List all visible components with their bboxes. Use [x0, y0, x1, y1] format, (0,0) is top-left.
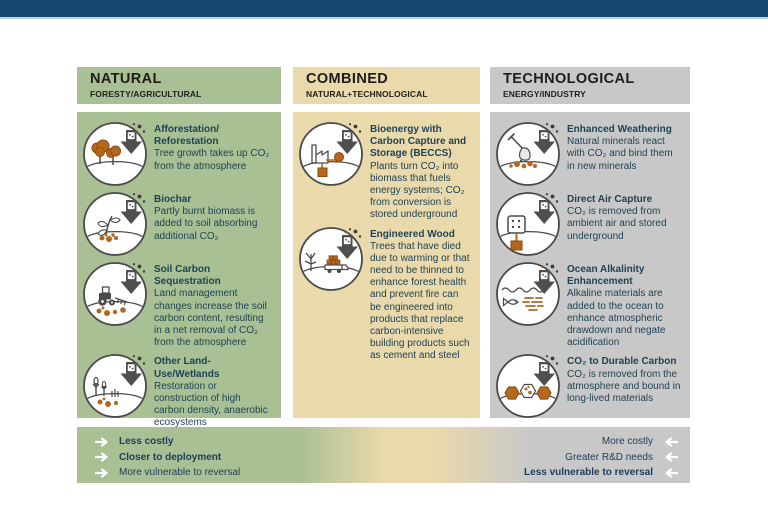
column-title: COMBINED	[306, 71, 389, 87]
column-combined-header: COMBINED NATURAL+TECHNOLOGICAL	[293, 67, 480, 104]
co2-to-durable-carbon-icon	[495, 353, 561, 419]
column-natural: NATURAL FORESTY/AGRICULTURAL	[77, 67, 281, 428]
cost-deployment-legend: Less costly Closer to deployment More vu…	[77, 427, 690, 483]
legend-label: Less costly	[119, 436, 174, 448]
item-description: Land management changes increase the soi…	[154, 288, 267, 349]
item-description: Tree growth takes up CO₂ from the atmosp…	[154, 148, 270, 172]
legend-row-closer-to-deployment: Closer to deployment	[95, 450, 240, 466]
legend-label: More costly	[601, 436, 653, 448]
legend-left-group: Less costly Closer to deployment More vu…	[95, 434, 240, 483]
method-columns: NATURAL FORESTY/AGRICULTURAL	[77, 67, 690, 428]
column-title: NATURAL	[90, 71, 162, 87]
item-ocean-alkalinity-enhancement: Ocean Alkalinity Enhancement Alkaline ma…	[490, 261, 690, 349]
item-description: CO₂ is removed from ambient air and stor…	[567, 206, 667, 242]
item-title: Soil Carbon Sequestration	[154, 264, 221, 288]
legend-row-less-vulnerable: Less vulnerable to reversal	[524, 465, 678, 481]
ocean-alkalinity-enhancement-icon	[495, 261, 561, 327]
legend-label: Greater R&D needs	[565, 451, 653, 463]
item-title: Engineered Wood	[370, 228, 455, 240]
item-engineered-wood: Engineered Wood Trees that have died due…	[293, 226, 480, 363]
item-afforestation-reforestation: Afforestation/​Reforestation Tree growth…	[77, 121, 281, 187]
item-soil-carbon-sequestration: Soil Carbon Sequestration Land managemen…	[77, 261, 281, 349]
item-description: Trees that have died due to warming or t…	[370, 240, 470, 362]
item-co2-to-durable-carbon: CO₂ to Durable Carbon CO₂ is removed fro…	[490, 353, 690, 419]
item-description: Partly burnt biomass is added to soil ab…	[154, 206, 258, 242]
item-description: Natural minerals react with CO₂ and bind…	[567, 136, 673, 172]
item-description: Plants turn CO₂ into biomass that fuels …	[370, 160, 465, 221]
item-description: CO₂ is removed from the atmosphere and b…	[567, 368, 681, 404]
column-combined-body: Bioenergy with Carbon Capture and Storag…	[293, 112, 480, 418]
legend-row-greater-rd-needs: Greater R&D needs	[524, 450, 678, 466]
item-title: Biochar	[154, 194, 192, 205]
legend-row-more-vulnerable: More vulnerable to reversal	[95, 465, 240, 481]
item-title: CO₂ to Durable Carbon	[567, 356, 677, 368]
item-title: Ocean Alkalinity Enhancement	[567, 264, 645, 288]
arrow-left-icon	[663, 437, 678, 447]
arrow-left-icon	[663, 452, 678, 462]
column-technological-header: TECHNOLOGICAL ENERGY/INDUSTRY	[490, 67, 690, 104]
item-title: Afforestation/​Reforestation	[154, 124, 219, 148]
item-description: Restoration or construction of high carb…	[154, 380, 268, 429]
legend-label: Less vulnerable to reversal	[524, 467, 653, 479]
column-combined: COMBINED NATURAL+TECHNOLOGICAL	[293, 67, 480, 418]
legend-right-group: More costly Greater R&D needs Less vulne…	[524, 434, 678, 483]
item-title: Bioenergy with Carbon Capture and Storag…	[370, 124, 467, 160]
arrow-right-icon	[95, 468, 110, 478]
item-description: Alkaline materials are added to the ocea…	[567, 288, 666, 349]
engineered-wood-icon	[298, 226, 364, 292]
biochar-icon	[82, 191, 148, 257]
item-direct-air-capture: Direct Air Capture CO₂ is removed from a…	[490, 191, 690, 257]
arrow-right-icon	[95, 452, 110, 462]
direct-air-capture-icon	[495, 191, 561, 257]
legend-label: Closer to deployment	[119, 451, 222, 463]
enhanced-weathering-icon	[495, 121, 561, 187]
other-land-use-wetlands-icon	[82, 353, 148, 419]
afforestation-reforestation-icon	[82, 121, 148, 187]
legend-row-less-costly: Less costly	[95, 434, 240, 450]
top-accent-bar	[0, 0, 768, 19]
column-subtitle: ENERGY/INDUSTRY	[503, 88, 586, 99]
column-subtitle: NATURAL+TECHNOLOGICAL	[306, 88, 428, 99]
column-natural-body: Afforestation/​Reforestation Tree growth…	[77, 112, 281, 428]
soil-carbon-sequestration-icon	[82, 261, 148, 327]
column-natural-header: NATURAL FORESTY/AGRICULTURAL	[77, 67, 281, 104]
beccs-icon	[298, 121, 364, 187]
item-biochar: Biochar Partly burnt biomass is added to…	[77, 191, 281, 257]
item-beccs: Bioenergy with Carbon Capture and Storag…	[293, 121, 480, 222]
arrow-left-icon	[663, 468, 678, 478]
item-other-land-use-wetlands: Other Land-Use/Wetlands Restoration or c…	[77, 353, 281, 429]
item-enhanced-weathering: Enhanced Weathering Natural minerals rea…	[490, 121, 690, 187]
item-title: Direct Air Capture	[567, 194, 653, 205]
item-title: Enhanced Weathering	[567, 124, 672, 135]
column-title: TECHNOLOGICAL	[503, 71, 635, 87]
column-subtitle: FORESTY/AGRICULTURAL	[90, 88, 202, 99]
legend-row-more-costly: More costly	[524, 434, 678, 450]
column-technological-body: Enhanced Weathering Natural minerals rea…	[490, 112, 690, 419]
item-title: Other Land-Use/Wetlands	[154, 356, 220, 380]
column-technological: TECHNOLOGICAL ENERGY/INDUSTRY	[490, 67, 690, 419]
arrow-right-icon	[95, 437, 110, 447]
legend-label: More vulnerable to reversal	[119, 467, 241, 479]
